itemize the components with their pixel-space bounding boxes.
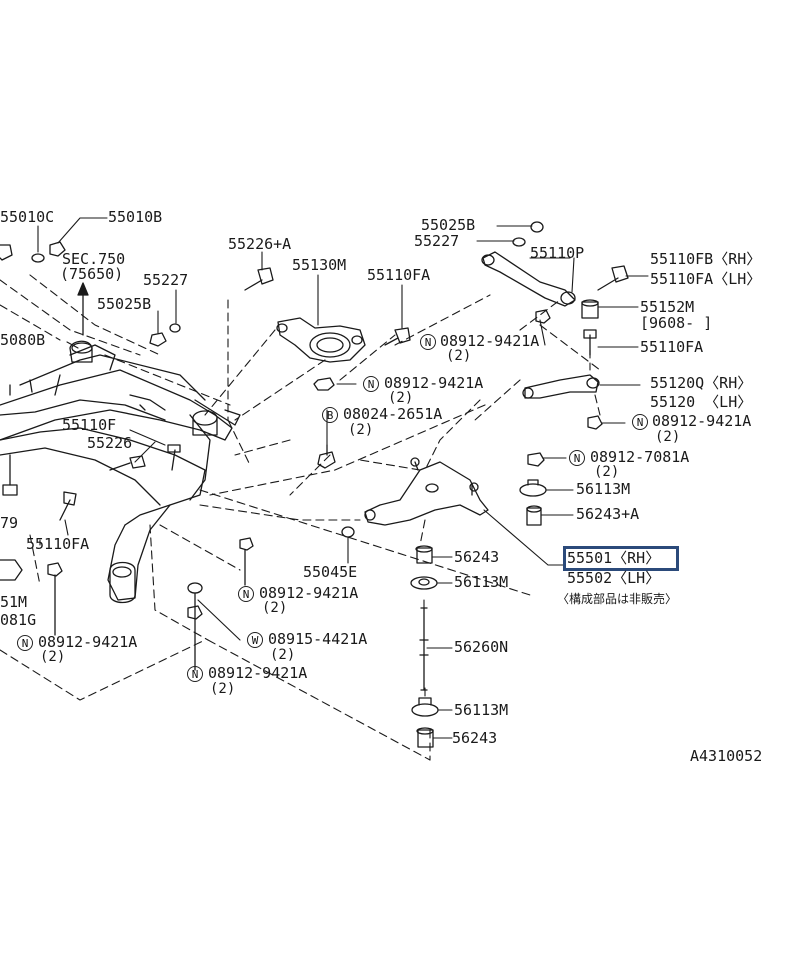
qty-2: (2) <box>388 390 414 406</box>
label-08912-9421a-5[interactable]: 08912-9421A <box>38 633 138 651</box>
label-55110f[interactable]: 55110F <box>62 416 117 434</box>
label-55110fa-right[interactable]: 55110FA <box>640 338 704 356</box>
marker-n-1: N <box>420 334 436 350</box>
label-55502-lh[interactable]: 55502〈LH〉 <box>567 569 661 587</box>
label-55227-left[interactable]: 55227 <box>143 271 189 289</box>
highlight-box <box>563 546 679 571</box>
dashed-leader-lines <box>0 274 601 761</box>
label-55010c[interactable]: 55010C <box>0 208 55 226</box>
qty-4: (2) <box>655 429 681 445</box>
label-08912-9421a-3[interactable]: 08912-9421A <box>652 412 752 430</box>
label-08912-9421a-4[interactable]: 08912-9421A <box>259 584 359 602</box>
marker-w: W <box>247 632 263 648</box>
label-55025b-top[interactable]: 55025B <box>421 216 476 234</box>
leader-lines <box>37 217 649 739</box>
lower-arm-55501 <box>364 457 489 526</box>
label-55010b[interactable]: 55010B <box>108 208 163 226</box>
label-55110fb-rh[interactable]: 55110FB〈RH〉 <box>650 250 762 268</box>
label-55025b-left[interactable]: 55025B <box>97 295 152 313</box>
lateral-link-55110p <box>481 251 576 307</box>
hardware-parts <box>0 221 629 748</box>
label-08024-2651a[interactable]: 08024-2651A <box>343 405 443 423</box>
label-55226a[interactable]: 55226+A <box>228 235 292 253</box>
marker-n-4: N <box>569 450 585 466</box>
label-081g[interactable]: 081G <box>0 611 37 629</box>
section-arrow <box>77 282 89 336</box>
label-08912-9421a-2[interactable]: 08912-9421A <box>384 374 484 392</box>
qty-9: (2) <box>210 681 236 697</box>
label-55226[interactable]: 55226 <box>87 434 133 452</box>
label-55110fa-left[interactable]: 55110FA <box>26 535 90 553</box>
label-08915-4421a[interactable]: 08915-4421A <box>268 630 368 648</box>
label-55110fa-top[interactable]: 55110FA <box>367 266 431 284</box>
label-55120-lh[interactable]: 55120 〈LH〉 <box>650 393 753 411</box>
label-55227-top[interactable]: 55227 <box>414 232 460 250</box>
qty-8: (2) <box>40 649 66 665</box>
label-55110fa-lh[interactable]: 55110FA〈LH〉 <box>650 270 762 288</box>
label-55120q-rh[interactable]: 55120Q〈RH〉 <box>650 374 753 392</box>
label-56113m-2[interactable]: 56113M <box>454 573 509 591</box>
note-not-sold: 〈構成部品は非販売〉 <box>557 592 678 606</box>
label-55152m[interactable]: 55152M <box>640 298 695 316</box>
label-sec-750[interactable]: SEC.750 <box>62 250 126 268</box>
qty-7: (2) <box>270 647 296 663</box>
marker-b: B <box>322 407 338 423</box>
marker-n-2: N <box>363 376 379 392</box>
marker-n-5: N <box>238 586 254 602</box>
label-56243-1[interactable]: 56243 <box>454 548 500 566</box>
qty-3: (2) <box>348 422 374 438</box>
label-79[interactable]: 79 <box>0 514 19 532</box>
label-sec-75650[interactable]: (75650) <box>60 265 124 283</box>
label-51m[interactable]: 51M <box>0 593 28 611</box>
label-55110p[interactable]: 55110P <box>530 244 585 262</box>
rear-subframe-crossmember <box>0 340 241 604</box>
marker-n-6: N <box>17 635 33 651</box>
qty-6: (2) <box>262 600 288 616</box>
label-56113m-1[interactable]: 56113M <box>576 480 631 498</box>
label-9608[interactable]: [9608- ] <box>640 314 713 332</box>
label-56113m-3[interactable]: 56113M <box>454 701 509 719</box>
label-08912-9421a-1[interactable]: 08912-9421A <box>440 332 540 350</box>
qty-5: (2) <box>594 464 620 480</box>
label-08912-7081a[interactable]: 08912-7081A <box>590 448 690 466</box>
label-56260n[interactable]: 56260N <box>454 638 509 656</box>
figure-code: A4310052 <box>690 747 763 765</box>
label-55045e[interactable]: 55045E <box>303 563 358 581</box>
label-55130m[interactable]: 55130M <box>292 256 347 274</box>
label-56243a[interactable]: 56243+A <box>576 505 640 523</box>
label-08912-9421a-6[interactable]: 08912-9421A <box>208 664 308 682</box>
label-56243-2[interactable]: 56243 <box>452 729 498 747</box>
qty-1: (2) <box>446 348 472 364</box>
marker-n-7: N <box>187 666 203 682</box>
marker-n-3: N <box>632 414 648 430</box>
upper-link-arm <box>276 317 366 363</box>
rear-link-55120 <box>522 374 600 399</box>
label-5080b[interactable]: 5080B <box>0 331 46 349</box>
label-55501-rh[interactable]: 55501〈RH〉 <box>567 549 661 567</box>
